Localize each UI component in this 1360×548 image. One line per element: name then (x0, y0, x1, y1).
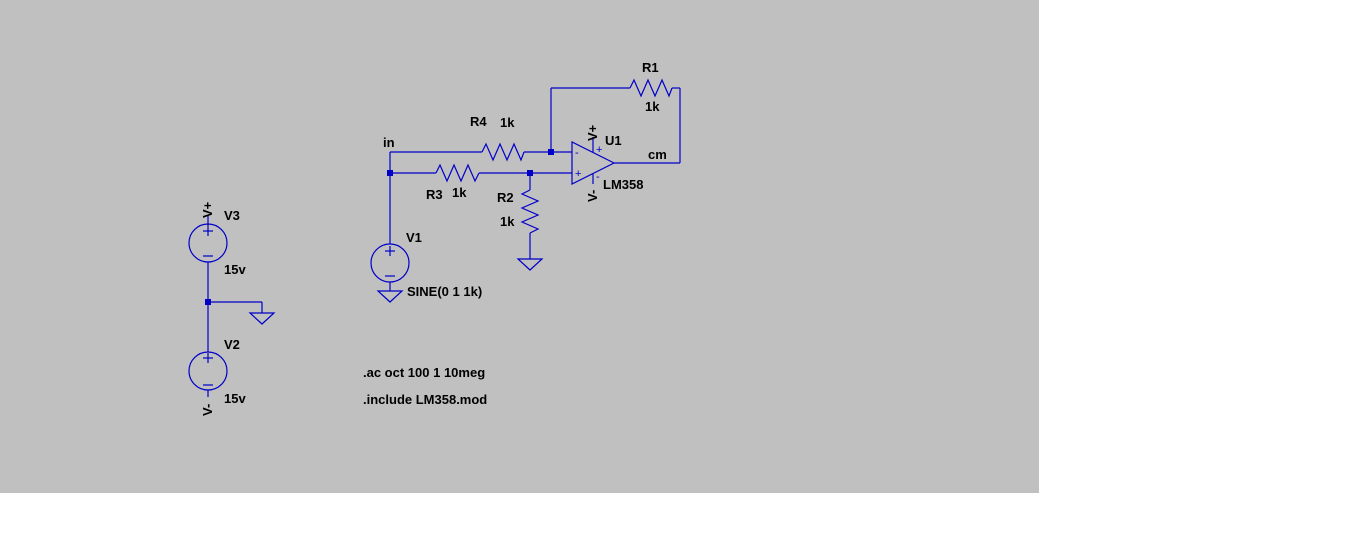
amplifier-group: - + + - in R4 1k R3 1k R2 1k (370, 60, 681, 303)
v3-name-label: V3 (224, 208, 240, 223)
v1-value-label: SINE(0 1 1k) (407, 284, 482, 299)
supply-junction (205, 299, 211, 305)
v1-voltage-source-icon[interactable] (370, 243, 410, 283)
schematic-canvas[interactable] (0, 0, 1039, 493)
v3-voltage-source-icon[interactable] (188, 223, 228, 263)
u1-model-label: LM358 (603, 177, 643, 192)
r1-value-label: 1k (645, 99, 660, 114)
r1-resistor-icon[interactable] (629, 78, 673, 98)
v3-flag-label: V+ (200, 201, 215, 218)
v2-name-label: V2 (224, 337, 240, 352)
r2-ground-icon (516, 258, 544, 271)
svg-text:-: - (575, 147, 579, 159)
r2-name-label: R2 (497, 190, 514, 205)
r4-resistor-icon[interactable] (481, 142, 525, 162)
r1-name-label: R1 (642, 60, 659, 75)
r3-name-label: R3 (426, 187, 443, 202)
ground-icon (248, 312, 276, 325)
net-label-cm: cm (648, 147, 667, 162)
ac-directive[interactable]: .ac oct 100 1 10meg (363, 365, 485, 380)
include-directive[interactable]: .include LM358.mod (363, 392, 487, 407)
v1-name-label: V1 (406, 230, 422, 245)
schematic-diagram: V+ V3 15v V2 15v V- - + + (188, 60, 681, 416)
power-supply-group: V+ V3 15v V2 15v V- (188, 201, 276, 416)
v2-flag-label: V- (200, 404, 215, 416)
r4-value-label: 1k (500, 115, 515, 130)
svg-text:+: + (575, 168, 581, 180)
r2-resistor-icon[interactable] (520, 189, 540, 234)
v2-value-label: 15v (224, 391, 246, 406)
r3-value-label: 1k (452, 185, 467, 200)
v2-voltage-source-icon[interactable] (188, 351, 228, 391)
net-label-in: in (383, 135, 395, 150)
u1-vpos-flag-label: V+ (585, 124, 600, 141)
u1-vneg-flag-label: V- (585, 190, 600, 202)
svg-text:+: + (596, 144, 602, 156)
v1-ground-icon (376, 290, 404, 303)
u1-name-label: U1 (605, 133, 622, 148)
u1-opamp-icon[interactable]: - + + - (571, 141, 616, 185)
r4-name-label: R4 (470, 114, 487, 129)
v3-value-label: 15v (224, 262, 246, 277)
r3-resistor-icon[interactable] (435, 163, 480, 183)
svg-text:-: - (596, 171, 600, 183)
r2-value-label: 1k (500, 214, 515, 229)
